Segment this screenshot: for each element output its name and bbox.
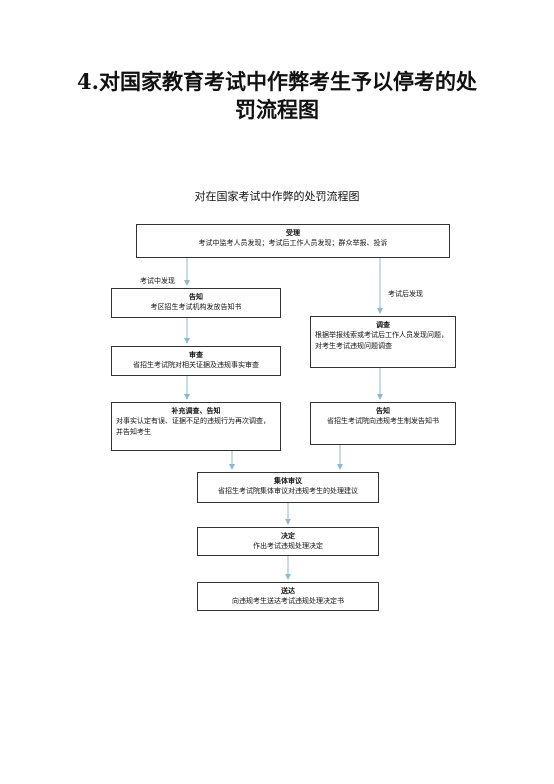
flowchart-title: 对在国家考试中作弊的处罚流程图 — [194, 190, 360, 203]
node-notify-right-title: 告知 — [376, 407, 390, 415]
node-collective-title: 集体审议 — [274, 477, 302, 485]
node-investigate-title: 调查 — [376, 321, 390, 329]
node-notify-right: 告知 省招生考试院向违规考生制发告知书 — [310, 402, 456, 445]
edge-label-during-exam: 考试中发现 — [140, 277, 175, 285]
node-investigate: 调查 根据举报线索或考试后工作人员发现问题，对考生考试违规问题调查 — [310, 316, 456, 368]
node-decision-title: 决定 — [281, 532, 295, 540]
node-notify-left: 告知 考区招生考试机构发放告知书 — [111, 288, 281, 318]
node-accept-body: 考试中监考人员发现；考试后工作人员发现；群众举报、投诉 — [198, 239, 388, 247]
node-supplement-title: 补充调查、告知 — [171, 407, 221, 415]
edge-label-after-exam: 考试后发现 — [388, 290, 423, 298]
node-accept: 受理 考试中监考人员发现；考试后工作人员发现；群众举报、投诉 — [136, 224, 450, 258]
node-supplement: 补充调查、告知 对事实认定有误、证据不足的违规行为再次调查，并告知考生 — [111, 402, 281, 451]
node-notify-left-body: 考区招生考试机构发放告知书 — [150, 303, 242, 311]
node-review: 审查 省招生考试院对相关证据及违规事实审查 — [111, 346, 281, 376]
page-title-line-2: 罚流程图 — [235, 97, 319, 122]
node-deliver-body: 向违规考生送达考试违规处理决定书 — [232, 597, 344, 605]
node-review-title: 审查 — [189, 351, 203, 359]
node-collective-body: 省招生考试院集体审议对违规考生的处理建议 — [218, 487, 358, 495]
page-title-line-1: 4.对国家教育考试中作弊考生予以停考的处 — [77, 69, 477, 94]
node-notify-right-body: 省招生考试院向违规考生制发告知书 — [327, 417, 439, 425]
node-notify-left-title: 告知 — [189, 293, 203, 301]
node-review-body: 省招生考试院对相关证据及违规事实审查 — [133, 361, 259, 369]
node-collective: 集体审议 省招生考试院集体审议对违规考生的处理建议 — [197, 472, 379, 503]
node-decision-body: 作出考试违规处理决定 — [253, 542, 323, 550]
node-supplement-body: 对事实认定有误、证据不足的违规行为再次调查，并告知考生 — [116, 417, 270, 436]
node-investigate-body: 根据举报线索或考试后工作人员发现问题，对考生考试违规问题调查 — [315, 331, 448, 350]
node-decision: 决定 作出考试违规处理决定 — [197, 527, 379, 556]
node-deliver: 送达 向违规考生送达考试违规处理决定书 — [197, 582, 379, 611]
node-deliver-title: 送达 — [281, 587, 295, 595]
node-accept-title: 受理 — [286, 229, 300, 237]
